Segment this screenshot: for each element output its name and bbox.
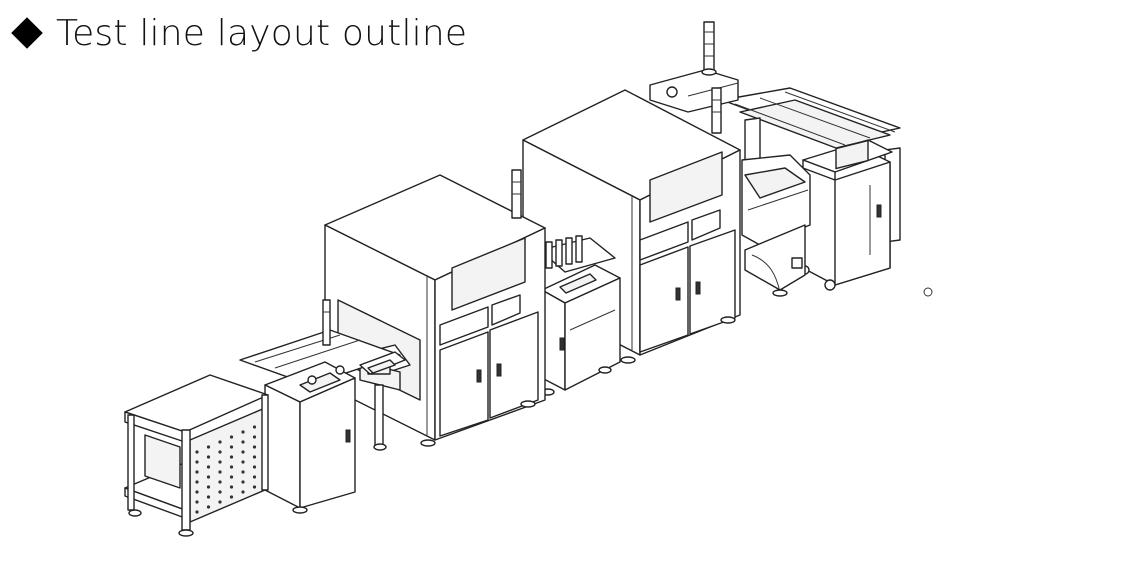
perforation-dot	[206, 475, 211, 479]
perforation-dot	[241, 450, 245, 454]
perforated-buffer-rack	[124, 374, 269, 537]
perforation-dot	[252, 455, 257, 459]
perforation-dot	[206, 505, 211, 509]
perforation-dot	[218, 500, 222, 504]
perforation-dot	[195, 460, 199, 464]
perforation-dot	[206, 495, 211, 499]
perforation-dot	[195, 480, 199, 484]
perforation-dot	[195, 510, 199, 514]
perforation-dot	[241, 460, 245, 464]
perforation-dot	[229, 455, 234, 459]
perforation-dot	[252, 445, 257, 449]
perforation-dot	[218, 470, 222, 474]
left-loader-cabinet	[239, 299, 406, 514]
perforation-dot	[229, 485, 234, 489]
perforation-dot	[195, 490, 199, 494]
edge-mark	[923, 287, 933, 297]
perforation-dot	[218, 480, 222, 484]
slide-title: Test line layout outline	[56, 12, 468, 54]
perforation-dot	[241, 430, 245, 434]
title-row: Test line layout outline	[11, 8, 468, 58]
rear-conveyor-cabinet	[649, 21, 739, 113]
perforation-dot	[206, 485, 211, 489]
perforation-dot	[241, 440, 245, 444]
transfer-conveyor-right	[741, 154, 811, 297]
perforation-dot	[206, 465, 211, 469]
perforation-dot	[206, 455, 211, 459]
perforation-dot	[229, 475, 234, 479]
perforation-dot	[195, 470, 199, 474]
perforation-dot	[229, 445, 234, 449]
perforation-dot	[218, 460, 222, 464]
perforation-pattern	[195, 425, 257, 514]
perforation-dot	[252, 475, 257, 479]
perforation-dot	[218, 490, 222, 494]
test-machine-left	[324, 169, 546, 447]
perforation-dot	[252, 435, 257, 439]
perforation-dot	[252, 485, 257, 489]
perforation-dot	[252, 425, 257, 429]
perforation-dot	[252, 465, 257, 469]
perforation-dot	[229, 495, 234, 499]
perforation-dot	[241, 490, 245, 494]
perforation-dot	[241, 470, 245, 474]
perforation-dot	[229, 465, 234, 469]
middle-cabinet	[539, 235, 621, 396]
perforation-dot	[229, 435, 234, 439]
perforation-dot	[218, 440, 222, 444]
perforation-dot	[195, 450, 199, 454]
perforation-dot	[241, 480, 245, 484]
perforation-dot	[218, 450, 222, 454]
perforation-dot	[195, 500, 199, 504]
perforation-dot	[206, 445, 211, 449]
